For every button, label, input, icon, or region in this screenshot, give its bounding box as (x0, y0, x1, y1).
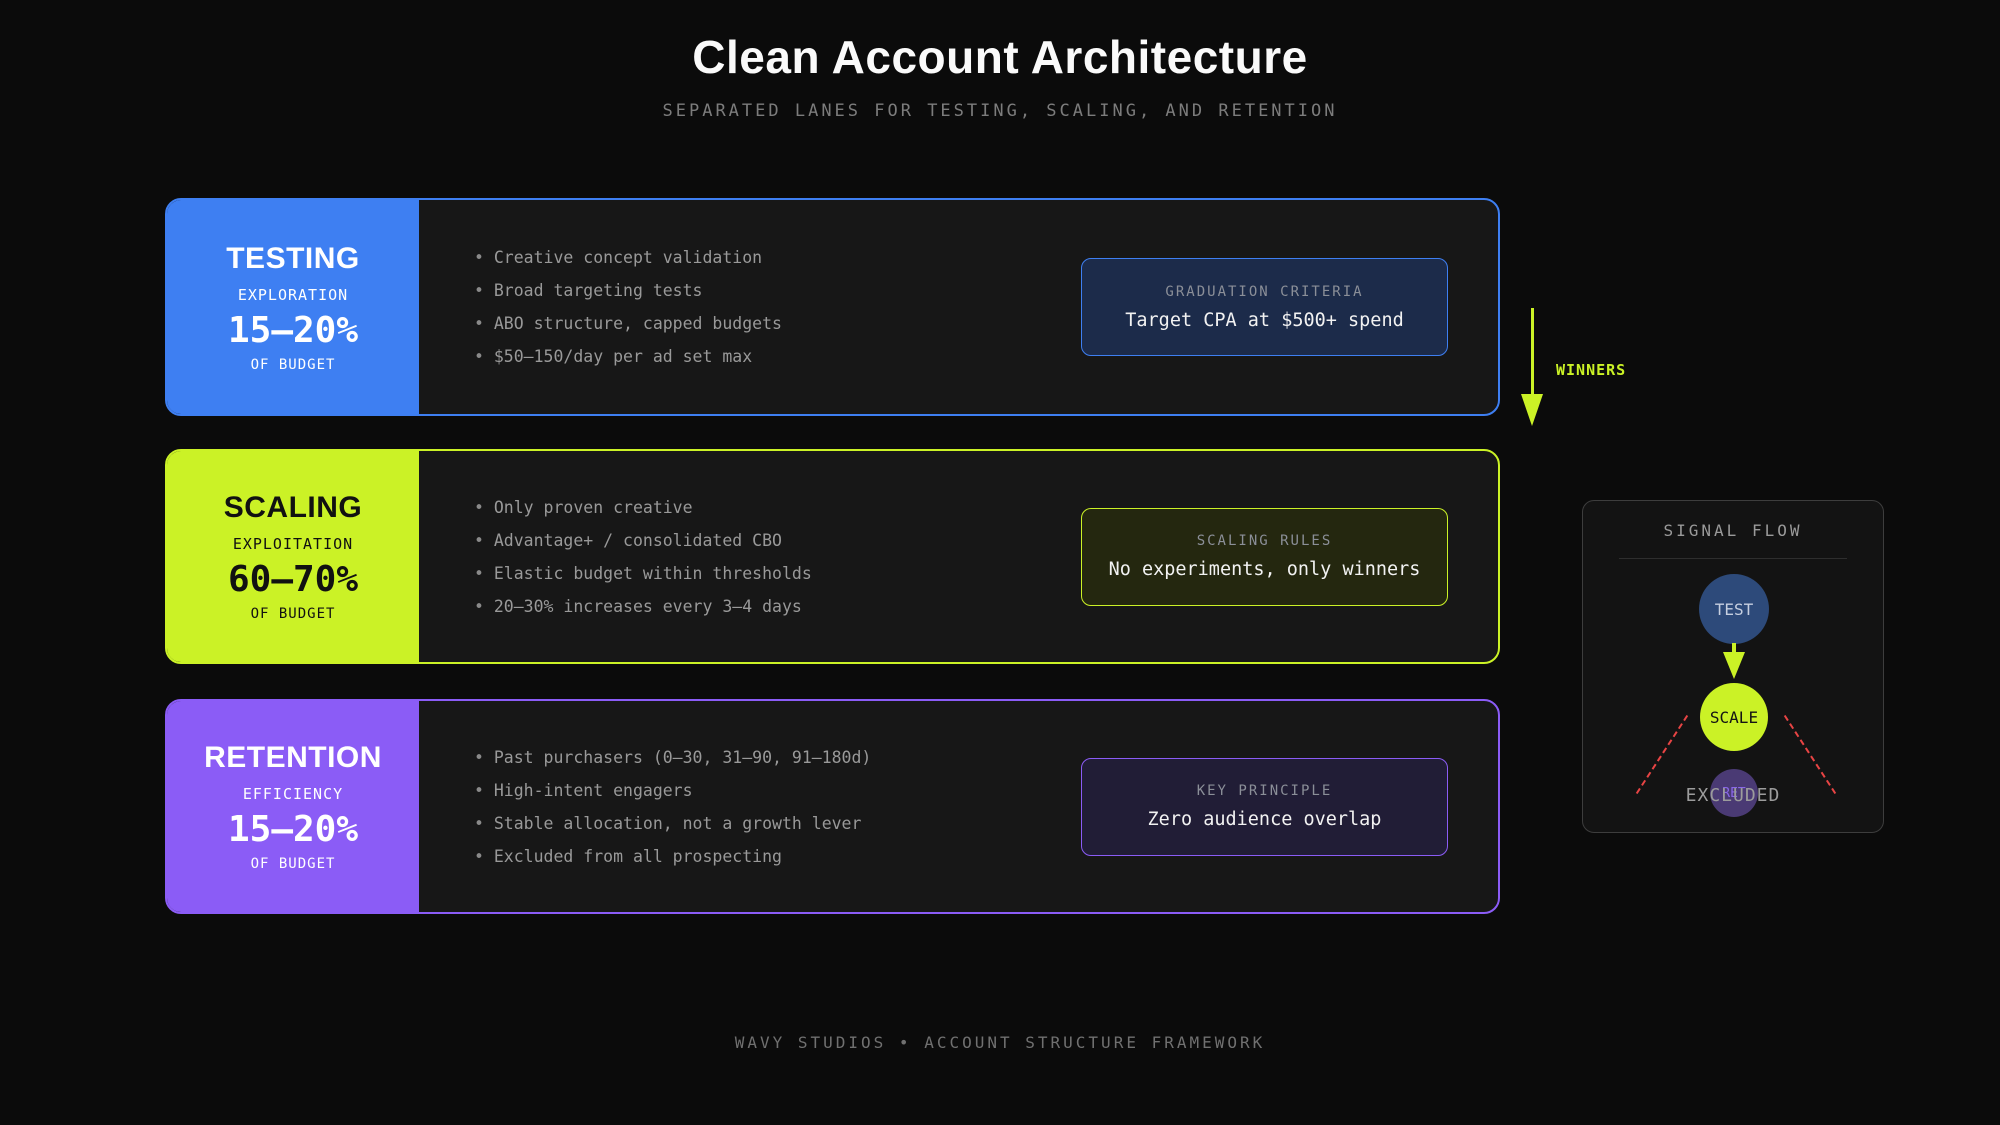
down-arrow-icon (1521, 394, 1543, 426)
bullet-item: 20–30% increases every 3–4 days (474, 590, 812, 623)
lane-scaling-header-block: SCALING EXPLOITATION 60–70% OF BUDGET (167, 451, 419, 662)
lane-scaling-content: Only proven creative Advantage+ / consol… (419, 451, 1498, 662)
signal-flow-title: SIGNAL FLOW (1663, 521, 1803, 540)
bullet-item: Broad targeting tests (474, 274, 782, 307)
lane-mode-label: EXPLORATION (237, 285, 349, 304)
lane-testing-content: Creative concept validation Broad target… (419, 200, 1498, 414)
lane-budget-label: OF BUDGET (250, 606, 336, 622)
node-scale: SCALE (1700, 683, 1768, 751)
winners-label: WINNERS (1556, 361, 1627, 379)
node-scale-label: SCALE (1709, 707, 1759, 727)
down-arrow-icon (1723, 652, 1745, 679)
bullet-item: $50–150/day per ad set max (474, 340, 782, 373)
info-box-title: KEY PRINCIPLE (1196, 783, 1333, 799)
lane-budget-percent: 15–20% (227, 809, 359, 850)
bullet-item: Only proven creative (474, 491, 812, 524)
signal-flow-panel: SIGNAL FLOW TEST SCALE RET EXCLUDED (1582, 500, 1884, 833)
node-ret: RET (1710, 769, 1758, 817)
lane-scaling-bullet-list: Only proven creative Advantage+ / consol… (474, 491, 812, 623)
bullet-item: ABO structure, capped budgets (474, 307, 782, 340)
scaling-rules-box: SCALING RULES No experiments, only winne… (1081, 507, 1448, 606)
lane-mode-label: EXPLOITATION (232, 535, 354, 553)
lane-name: RETENTION (204, 741, 382, 774)
lane-budget-label: OF BUDGET (250, 856, 336, 872)
bullet-item: Elastic budget within thresholds (474, 557, 812, 590)
bullet-item: Stable allocation, not a growth lever (474, 807, 871, 840)
exclusion-dashed-line-left (1635, 714, 1689, 795)
info-box-body: Target CPA at $500+ spend (1125, 309, 1404, 331)
winners-arrow-line (1531, 308, 1534, 396)
lane-retention-content: Past purchasers (0–30, 31–90, 91–180d) H… (419, 701, 1498, 912)
info-box-title: GRADUATION CRITERIA (1165, 283, 1364, 300)
node-ret-label: RET (1722, 785, 1746, 801)
excluded-label: EXCLUDED (1685, 785, 1781, 806)
lane-retention: RETENTION EFFICIENCY 15–20% OF BUDGET Pa… (165, 699, 1500, 914)
lane-retention-bullet-list: Past purchasers (0–30, 31–90, 91–180d) H… (474, 741, 872, 873)
bullet-item: Excluded from all prospecting (474, 840, 871, 873)
info-box-title: SCALING RULES (1196, 533, 1333, 549)
bullet-item: Advantage+ / consolidated CBO (474, 524, 812, 557)
lane-testing: TESTING EXPLORATION 15–20% OF BUDGET Cre… (165, 198, 1500, 416)
lane-name: SCALING (223, 491, 363, 524)
lane-testing-header-block: TESTING EXPLORATION 15–20% OF BUDGET (167, 200, 419, 414)
bullet-item: Past purchasers (0–30, 31–90, 91–180d) (474, 741, 872, 774)
lane-budget-percent: 15–20% (227, 309, 359, 351)
lane-name: TESTING (226, 241, 360, 275)
lane-budget-label: OF BUDGET (250, 356, 336, 373)
page-subtitle: SEPARATED LANES FOR TESTING, SCALING, AN… (662, 101, 1338, 121)
signal-flow-divider (1619, 558, 1847, 559)
bullet-item: High-intent engagers (474, 774, 871, 807)
lane-budget-percent: 60–70% (227, 559, 359, 600)
lane-retention-header-block: RETENTION EFFICIENCY 15–20% OF BUDGET (167, 701, 419, 912)
info-box-body: No experiments, only winners (1108, 559, 1421, 580)
page-title: Clean Account Architecture (692, 31, 1308, 83)
exclusion-dashed-line-right (1783, 714, 1837, 795)
node-test-label: TEST (1714, 599, 1754, 619)
graduation-criteria-box: GRADUATION CRITERIA Target CPA at $500+ … (1081, 258, 1448, 356)
node-test: TEST (1699, 574, 1769, 644)
lane-scaling: SCALING EXPLOITATION 60–70% OF BUDGET On… (165, 449, 1500, 664)
bullet-item: Creative concept validation (474, 241, 782, 274)
lane-testing-bullet-list: Creative concept validation Broad target… (474, 241, 782, 373)
key-principle-box: KEY PRINCIPLE Zero audience overlap (1081, 757, 1448, 856)
lane-mode-label: EFFICIENCY (242, 785, 344, 803)
footer-text: WAVY STUDIOS • ACCOUNT STRUCTURE FRAMEWO… (734, 1033, 1266, 1052)
info-box-body: Zero audience overlap (1147, 809, 1382, 830)
flow-arrow-line (1732, 643, 1736, 655)
